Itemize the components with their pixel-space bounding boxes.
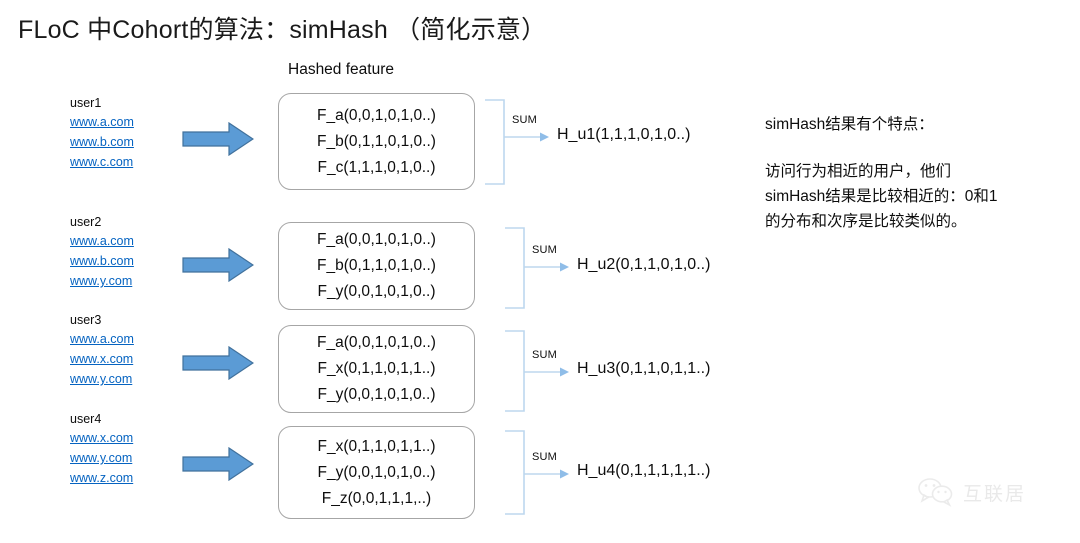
sum-bracket-icon [484,99,510,185]
sum-arrow-icon [524,468,570,480]
page-title: FLoC 中Cohort的算法：simHash （简化示意） [18,16,547,44]
flow-arrow-icon [182,248,254,282]
wechat-icon [916,477,956,507]
hash-result-4: H_u4(0,1,1,1,1,1..) [577,462,711,479]
sum-bracket-icon [504,227,530,309]
user-url-link[interactable]: www.x.com [70,352,134,366]
note-line: 的分布和次序是比较类似的。 [765,213,967,230]
feature-line: F_y(0,0,1,0,1,0..) [317,283,436,300]
user-url-link[interactable]: www.a.com [70,115,134,129]
feature-line: F_b(0,1,1,0,1,0..) [317,132,436,150]
user-label: user1 [70,96,102,110]
user-label: user2 [70,215,102,229]
feature-line: F_a(0,0,1,0,1,0..) [317,334,436,351]
user-url-link[interactable]: www.y.com [70,451,133,465]
feature-line: F_x(0,1,1,0,1,1..) [317,437,436,455]
hash-result-3: H_u3(0,1,1,0,1,1..) [577,360,711,377]
sum-label: SUM [532,349,558,361]
feature-box-1: F_a(0,0,1,0,1,0..) F_b(0,1,1,0,1,0..) F_… [278,93,475,190]
feature-line: F_b(0,1,1,0,1,0..) [317,257,436,274]
flow-arrow-icon [182,122,254,156]
sum-label: SUM [532,451,558,463]
user-url-link[interactable]: www.y.com [70,274,133,288]
sum-arrow-icon [524,261,570,273]
feature-line: F_y(0,0,1,0,1,0..) [317,463,436,481]
feature-line: F_c(1,1,1,0,1,0..) [317,158,436,176]
flow-arrow-icon [182,346,254,380]
sum-bracket-icon [504,430,530,515]
note-line: 访问行为相近的用户，他们 [765,163,952,180]
feature-line: F_x(0,1,1,0,1,1..) [317,360,436,377]
user-url-link[interactable]: www.z.com [70,471,134,485]
column-header-hashed-feature: Hashed feature [288,61,394,78]
sum-bracket-icon [504,330,530,412]
feature-box-2: F_a(0,0,1,0,1,0..) F_b(0,1,1,0,1,0..) F_… [278,222,475,310]
sum-label: SUM [532,244,558,256]
user-url-link[interactable]: www.b.com [70,135,134,149]
user-url-link[interactable]: www.x.com [70,431,134,445]
feature-line: F_a(0,0,1,0,1,0..) [317,231,436,248]
feature-line: F_y(0,0,1,0,1,0..) [317,386,436,403]
user-url-link[interactable]: www.a.com [70,234,134,248]
sum-arrow-icon [524,366,570,378]
user-label: user3 [70,313,102,327]
user-block-1: user1 www.a.com www.b.com www.c.com [70,95,200,172]
watermark: 互联居 [916,477,1026,507]
user-block-4: user4 www.x.com www.y.com www.z.com [70,411,200,488]
feature-box-3: F_a(0,0,1,0,1,0..) F_x(0,1,1,0,1,1..) F_… [278,325,475,413]
user-block-2: user2 www.a.com www.b.com www.y.com [70,214,200,291]
feature-box-4: F_x(0,1,1,0,1,1..) F_y(0,0,1,0,1,0..) F_… [278,426,475,519]
hash-result-2: H_u2(0,1,1,0,1,0..) [577,256,711,273]
sum-label: SUM [512,114,538,126]
note-line: simHash结果是比较相近的：0和1 [765,188,998,205]
flow-arrow-icon [182,447,254,481]
user-url-link[interactable]: www.b.com [70,254,134,268]
feature-line: F_a(0,0,1,0,1,0..) [317,106,436,124]
hash-result-1: H_u1(1,1,1,0,1,0..) [557,126,691,143]
user-block-3: user3 www.a.com www.x.com www.y.com [70,312,200,389]
feature-line: F_z(0,0,1,1,1,..) [321,489,432,507]
user-url-link[interactable]: www.y.com [70,372,133,386]
explanation-note: simHash结果有个特点： 访问行为相近的用户，他们 simHash结果是比较… [765,113,1065,234]
user-url-link[interactable]: www.a.com [70,332,134,346]
note-heading: simHash结果有个特点： [765,116,934,133]
user-label: user4 [70,412,102,426]
sum-arrow-icon [504,131,550,143]
note-spacer [765,137,1065,159]
watermark-text: 互联居 [963,482,1027,505]
user-url-link[interactable]: www.c.com [70,155,134,169]
